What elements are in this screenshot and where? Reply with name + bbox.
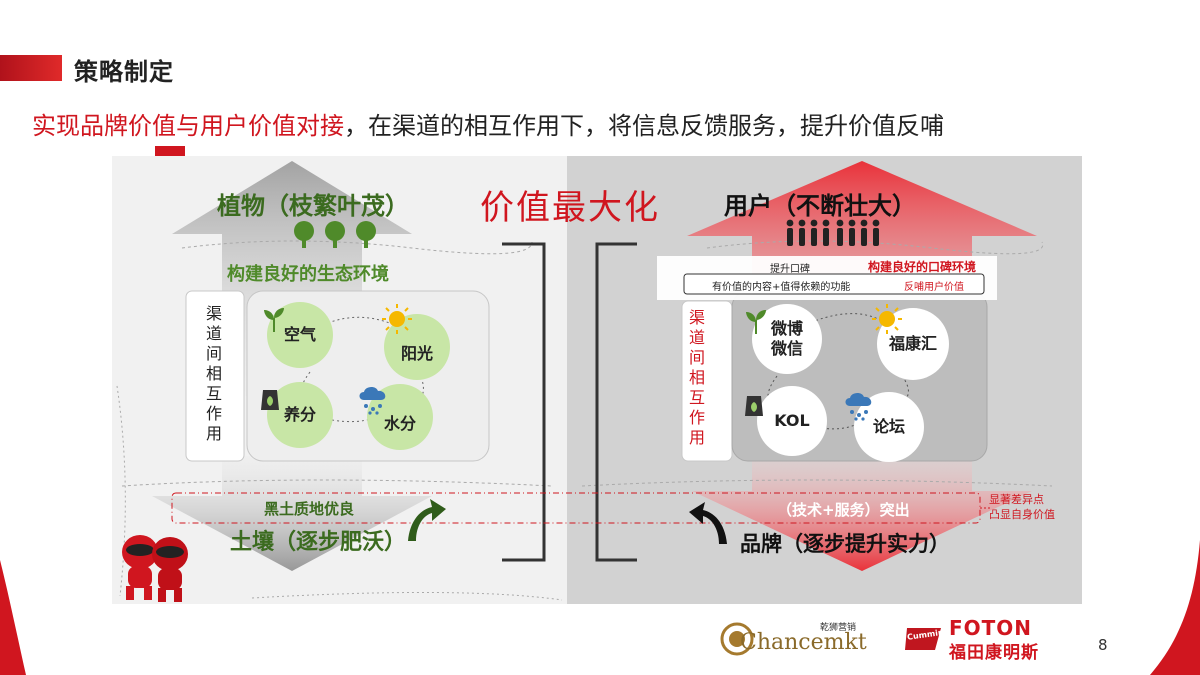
channel-label-right: 渠道间相互作用 [688,308,705,447]
plant-title: 植物（枝繁叶茂） [217,192,409,220]
side-note: 显著差异点 凸显自身价值 [989,492,1055,522]
rain-cloud-icon [845,392,872,421]
subtitle-highlight: 实现品牌价值与用户价值对接 [32,112,344,140]
curved-arrow-icon [689,502,727,544]
chancemkt-logo: 乾狮营销 Chancemkt [720,618,880,658]
channel-label-left: 渠道间相互作用 [205,304,222,443]
section-bar [0,55,62,81]
sprout-icon [264,308,284,332]
rain-cloud-icon [359,386,386,415]
side-note-line2: 凸显自身价值 [989,508,1055,521]
subtitle-rest: ，在渠道的相互作用下，将信息反馈服务，提升价值反哺 [344,112,944,140]
people-icon [786,219,880,246]
fertilizer-bag-icon [261,390,279,410]
soil-title: 土壤（逐步肥沃） [230,530,407,555]
foton-wordmark: FOTON [949,616,1033,640]
sun-icon [872,304,902,334]
circle-kol: KOL [757,386,827,456]
mascot-icon [122,535,188,602]
side-note-line1: 显著差异点 [989,493,1044,506]
page-number: 8 [1098,636,1108,654]
foton-cummins-logo: Cummins FOTON 福田康明斯 [905,616,1065,663]
info-reputation: 提升口碑 [770,264,810,275]
foton-cummins-name: 福田康明斯 [949,643,1039,663]
chancemkt-small: 乾狮营销 [820,623,857,633]
value-maximize-title: 价值最大化 [480,188,660,228]
info-reputation-env: 构建良好的口碑环境 [868,260,977,274]
eco-environment-title: 构建良好的生态环境 [227,264,389,285]
chancemkt-main: Chancemkt [740,630,867,655]
info-content-feature: 有价值的内容+值得依赖的功能 [712,282,851,293]
subtitle: 实现品牌价值与用户价值对接，在渠道的相互作用下，将信息反馈服务，提升价值反哺 [32,106,944,141]
user-title: 用户（不断壮大） [724,192,916,220]
tree-icon [294,221,376,248]
cummins-badge-icon [905,628,941,650]
corner-decoration [1150,540,1200,675]
curved-arrow-icon [408,499,446,541]
section-title: 策略制定 [74,58,174,86]
sprout-icon [746,310,766,334]
lion-icon [720,622,754,656]
brand-title: 品牌（逐步提升实力） [740,532,950,556]
sun-icon [382,304,412,334]
fertilizer-bag-icon [745,396,763,416]
tech-service-banner: （技术+服务）突出 [777,501,910,519]
circle-nutrients: 养分 [267,382,333,448]
strategy-diagram: 价值最大化 植物（枝繁叶茂） 构建良好的生态环境 渠道间相互作用 空气 阳光 养… [112,156,1082,604]
info-feedback-value: 反哺用户价值 [904,282,964,293]
corner-decoration-left [0,560,26,675]
black-soil-banner: 黑土质地优良 [264,500,355,518]
circle-water: 水分 [367,384,433,450]
